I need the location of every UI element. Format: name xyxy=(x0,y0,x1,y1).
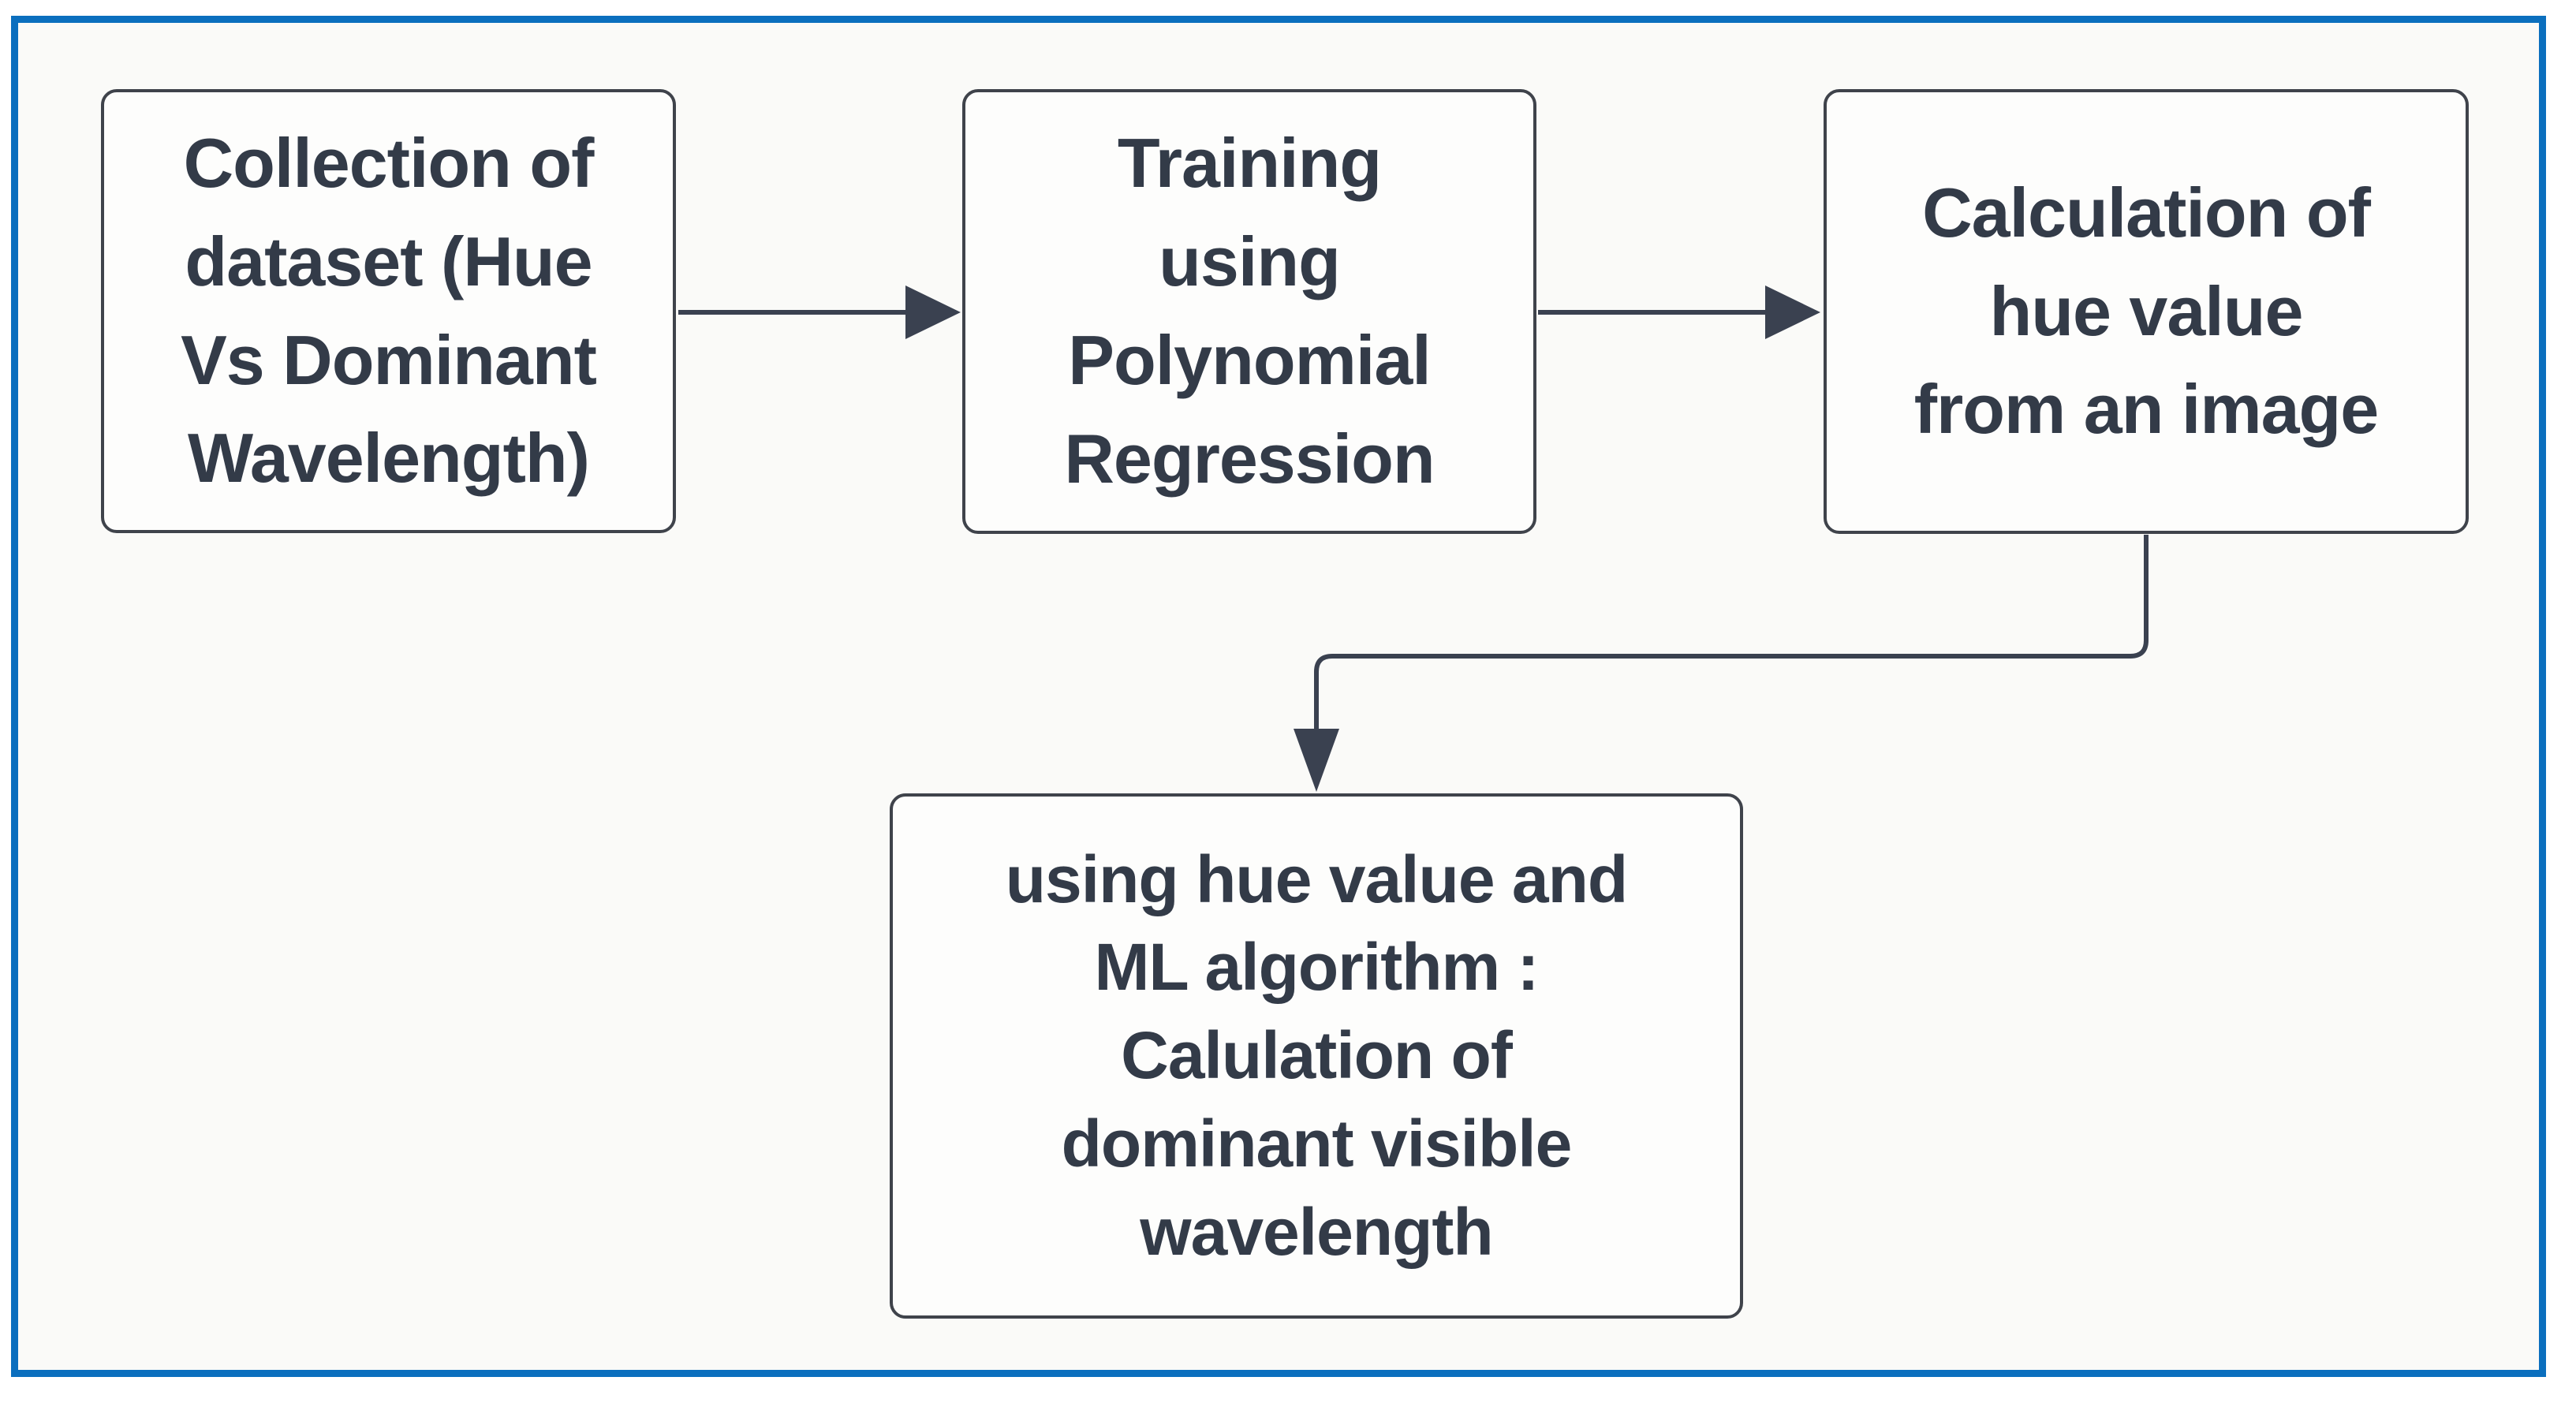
arrow-2-head-icon xyxy=(1765,285,1820,339)
elbow-connector-line xyxy=(1314,535,2149,732)
arrow-1-head-icon xyxy=(905,285,961,339)
node-calc-dominant-wavelength: using hue value and ML algorithm : Calul… xyxy=(890,793,1743,1319)
node-collection-dataset-label: Collection of dataset (Hue Vs Dominant W… xyxy=(181,123,597,498)
elbow-connector-head-icon xyxy=(1294,729,1339,792)
node-calc-dominant-wavelength-label: using hue value and ML algorithm : Calul… xyxy=(1005,841,1628,1269)
node-training-polyreg-label: Training using Polynomial Regression xyxy=(1064,124,1435,498)
node-calc-hue-value: Calculation of hue value from an image xyxy=(1824,89,2469,534)
node-calc-hue-value-label: Calculation of hue value from an image xyxy=(1913,173,2379,449)
node-training-polyreg: Training using Polynomial Regression xyxy=(962,89,1536,534)
node-collection-dataset: Collection of dataset (Hue Vs Dominant W… xyxy=(101,89,676,533)
